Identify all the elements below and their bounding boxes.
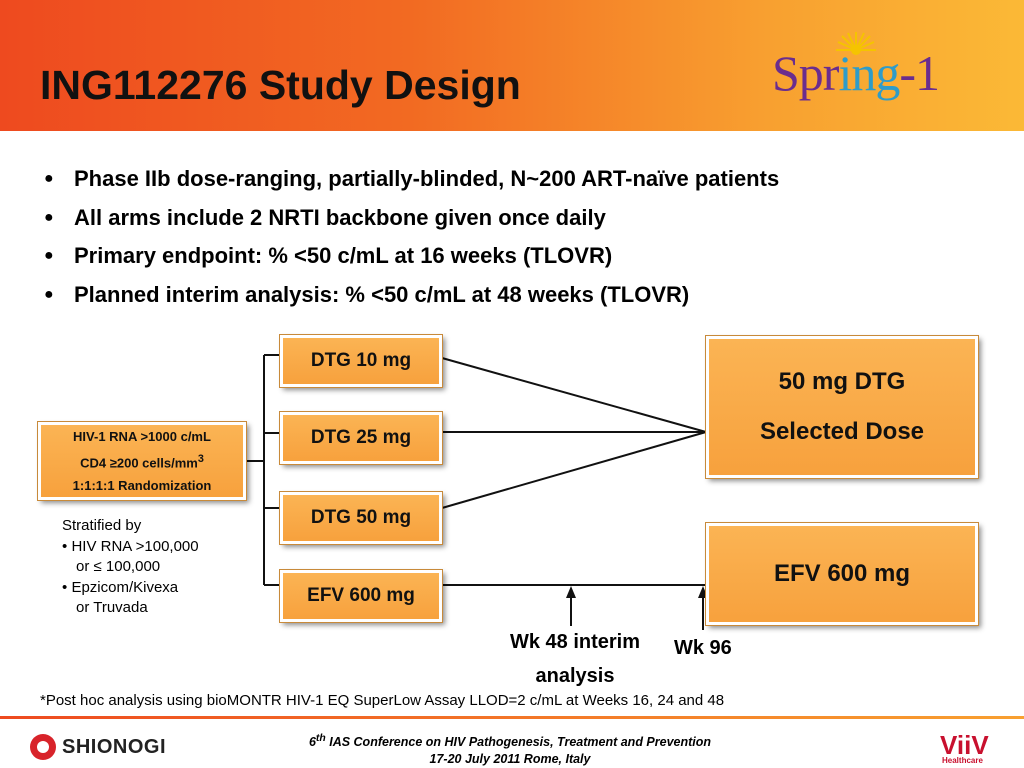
slide-title: ING112276 Study Design xyxy=(40,62,521,108)
arm-efv-600: EFV 600 mg xyxy=(279,569,443,623)
entry-criteria-box: HIV-1 RNA >1000 c/mL CD4 ≥200 cells/mm3 … xyxy=(37,421,247,501)
selected-dose-line2: Selected Dose xyxy=(759,418,925,445)
strat-item: • HIV RNA >100,000 xyxy=(62,537,199,555)
shionogi-logo: SHIONOGI xyxy=(30,734,166,760)
shionogi-mark-icon xyxy=(30,734,56,760)
arm-dtg-10: DTG 10 mg xyxy=(279,334,443,388)
spring-1-logo: Spring-1 xyxy=(772,30,962,114)
header-band xyxy=(0,0,1024,131)
footer-band xyxy=(0,716,1024,719)
bullet-item: ●Planned interim analysis: % <50 c/mL at… xyxy=(44,281,690,307)
entry-line-randomization: 1:1:1:1 Randomization xyxy=(72,478,212,494)
bullet-item: ●All arms include 2 NRTI backbone given … xyxy=(44,204,606,230)
entry-line-rna: HIV-1 RNA >1000 c/mL xyxy=(73,428,211,444)
footnote: *Post hoc analysis using bioMONTR HIV-1 … xyxy=(40,692,725,709)
efv-result-box: EFV 600 mg xyxy=(705,522,979,626)
strat-item-cont: or Truvada xyxy=(76,599,148,616)
entry-line-cd4: CD4 ≥200 cells/mm3 xyxy=(80,452,204,471)
arm-dtg-25: DTG 25 mg xyxy=(279,411,443,465)
arm-dtg-50: DTG 50 mg xyxy=(279,491,443,545)
stratification-note: Stratified by • HIV RNA >100,000 or ≤ 10… xyxy=(62,516,199,619)
strat-heading: Stratified by xyxy=(62,517,142,534)
bullet-item: ●Primary endpoint: % <50 c/mL at 16 week… xyxy=(44,243,613,268)
viiv-logo: ViiV Healthcare xyxy=(940,730,989,765)
bullet-item: ●Phase IIb dose-ranging, partially-blind… xyxy=(44,166,780,191)
conference-title: 6th IAS Conference on HIV Pathogenesis, … xyxy=(308,733,712,750)
selected-dose-line1: 50 mg DTG xyxy=(778,368,906,395)
sun-icon xyxy=(836,32,876,55)
strat-item-cont: or ≤ 100,000 xyxy=(76,558,161,575)
strat-item: • Epzicom/Kivexa xyxy=(62,578,179,596)
selected-dose-box: 50 mg DTG Selected Dose xyxy=(705,335,979,479)
bullet-list: ●Phase IIb dose-ranging, partially-blind… xyxy=(44,160,779,314)
logo-wordmark: Spring-1 xyxy=(772,45,940,101)
conference-dates: 17-20 July 2011 Rome, Italy xyxy=(429,752,591,767)
wk96-label: Wk 96 xyxy=(674,637,732,659)
wk48-label: Wk 48 interim analysis xyxy=(509,631,641,687)
conference-info: 6th IAS Conference on HIV Pathogenesis, … xyxy=(250,730,770,768)
